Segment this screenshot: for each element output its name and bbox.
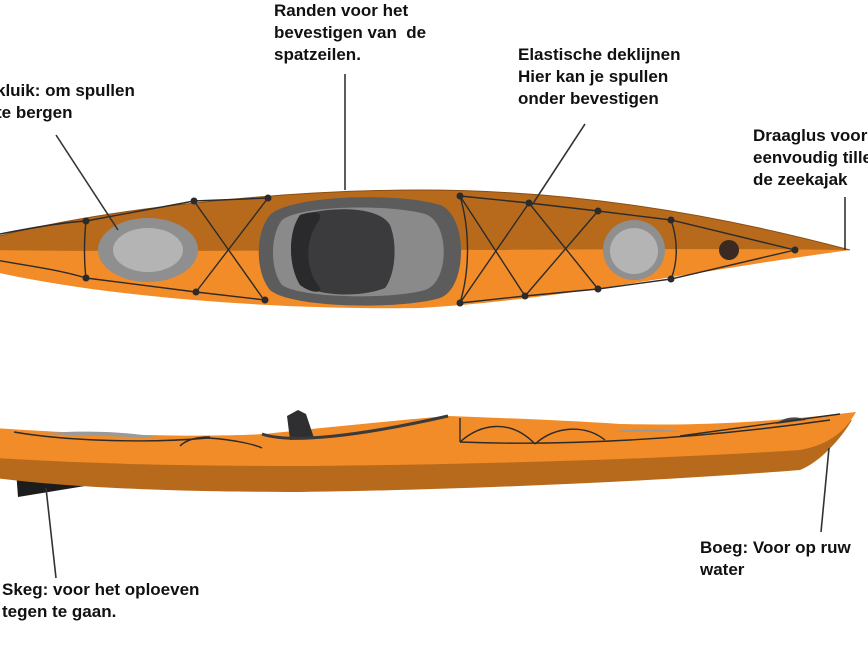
kayak-top-view bbox=[0, 189, 851, 309]
kayak-side-view bbox=[0, 410, 856, 497]
rear-hatch-cover bbox=[113, 228, 183, 272]
carry-loop-label: Draaglus voor eenvoudig tillen de zeekaj… bbox=[753, 126, 868, 189]
side-hull-upper bbox=[0, 412, 856, 466]
bow-leader bbox=[820, 447, 830, 533]
side-front-hatch bbox=[612, 429, 682, 432]
side-seat-back bbox=[287, 410, 314, 440]
cockpit-rim-label: Randen voor het bevestigen van de spatze… bbox=[274, 1, 427, 64]
leader-lines bbox=[45, 74, 846, 579]
cockpit-seat bbox=[291, 209, 395, 295]
side-deck-lines bbox=[13, 413, 841, 449]
skeg-leader bbox=[45, 487, 57, 579]
deck-lines-label: Elastische deklijnen Hier kan je spullen… bbox=[518, 45, 681, 108]
deck-lines-leader bbox=[531, 123, 586, 206]
top-hull-edge bbox=[0, 189, 851, 251]
hatch-label: kluik: om spullen te bergen bbox=[0, 81, 135, 122]
side-cockpit-coaming bbox=[261, 414, 449, 440]
bow-label: Boeg: Voor op ruw water bbox=[700, 538, 851, 579]
deck-line-anchors bbox=[82, 192, 799, 307]
cockpit-seat-shadow bbox=[291, 212, 321, 292]
skeg-label: Skeg: voor het oploeven tegen te gaan. bbox=[2, 580, 200, 621]
front-hatch-cover bbox=[610, 228, 658, 274]
hatch-leader bbox=[55, 134, 119, 231]
deck-fitting bbox=[719, 240, 739, 260]
side-rear-hatch bbox=[40, 431, 160, 438]
